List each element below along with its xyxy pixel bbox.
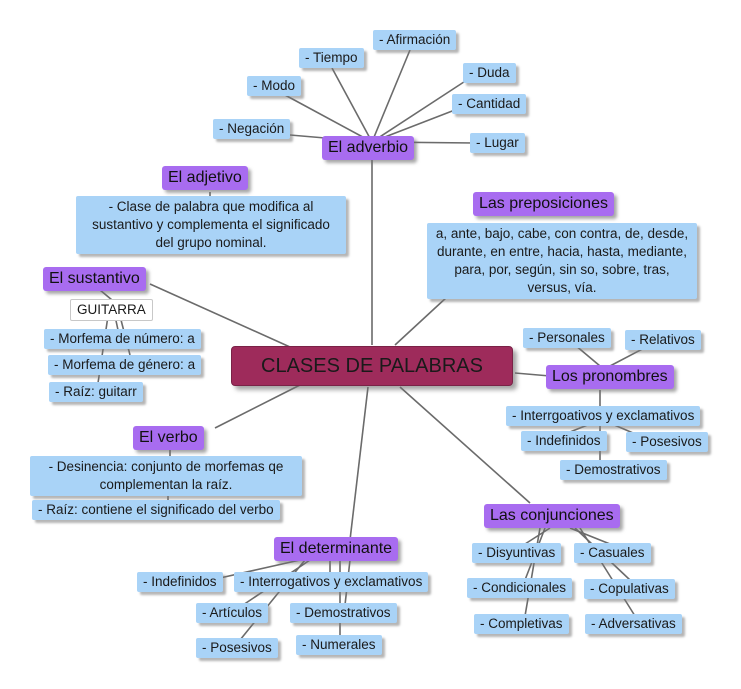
connector-center-verbo (214, 384, 301, 429)
topic-adjetivo-label: El adjetivo (168, 169, 242, 186)
leaf-label: - Clase de palabra que modifica al susta… (92, 199, 330, 250)
leaf-label: - Posesivos (202, 640, 272, 655)
conjunciones-copulativas[interactable]: - Copulativas (584, 579, 675, 599)
leaf-label: - Morfema de género: a (54, 357, 196, 372)
topic-pronombres-label: Los pronombres (552, 368, 668, 385)
leaf-label: - Desinencia: conjunto de morfemas qe co… (48, 459, 284, 492)
leaf-label: GUITARRA (77, 302, 146, 317)
sustantivo-morfema-genero[interactable]: - Morfema de género: a (48, 355, 202, 375)
leaf-label: - Interrogativos y exclamativos (240, 574, 423, 589)
leaf-label: - Casuales (580, 545, 645, 560)
connector-center-pronombres (514, 372, 551, 377)
adverbio-cantidad[interactable]: - Cantidad (452, 94, 527, 114)
leaf-label: - Relativos (631, 332, 695, 347)
leaf-label: - Artículos (202, 605, 263, 620)
leaf-label: - Posesivos (632, 434, 702, 449)
conjunciones-condicionales[interactable]: - Condicionales (467, 578, 573, 598)
adverbio-afirmacion[interactable]: - Afirmación (373, 30, 457, 50)
topic-sustantivo-label: El sustantivo (49, 270, 140, 287)
adverbio-tiempo[interactable]: - Tiempo (299, 48, 364, 68)
connector-center-sustantivo (149, 283, 291, 348)
leaf-label: - Cantidad (458, 96, 521, 111)
leaf-label: - Duda (469, 65, 510, 80)
conjunciones-completivas[interactable]: - Completivas (474, 614, 569, 634)
topic-pronombres[interactable]: Los pronombres (546, 365, 674, 389)
topic-verbo-label: El verbo (139, 429, 198, 446)
pronombres-posesivos[interactable]: - Posesivos (626, 432, 708, 452)
central-topic-label: CLASES DE PALABRAS (261, 355, 483, 377)
topic-adverbio[interactable]: El adverbio (322, 136, 415, 160)
topic-adjetivo[interactable]: El adjetivo (162, 166, 248, 190)
leaf-label: - Copulativas (590, 581, 669, 596)
sustantivo-morfema-numero[interactable]: - Morfema de número: a (44, 329, 201, 349)
pronombres-demostrativos[interactable]: - Demostrativos (560, 460, 667, 480)
leaf-label: - Morfema de número: a (50, 331, 195, 346)
pronombres-indefinidos[interactable]: - Indefinidos (521, 431, 607, 451)
sustantivo-example[interactable]: GUITARRA (70, 299, 153, 321)
topic-determinante-label: El determinante (280, 540, 393, 557)
adjetivo-definition[interactable]: - Clase de palabra que modifica al susta… (76, 196, 346, 254)
determinante-articulos[interactable]: - Artículos (196, 603, 269, 623)
determinante-indefinidos[interactable]: - Indefinidos (137, 572, 223, 592)
conjunciones-casuales[interactable]: - Casuales (574, 543, 651, 563)
verbo-raiz[interactable]: - Raíz: contiene el significado del verb… (32, 500, 280, 520)
central-topic[interactable]: CLASES DE PALABRAS (231, 346, 513, 386)
leaf-label: - Personales (529, 330, 605, 345)
conjunciones-disyuntivas[interactable]: - Disyuntivas (472, 543, 562, 563)
adverbio-duda[interactable]: - Duda (463, 63, 516, 83)
leaf-label: - Demostrativos (296, 605, 391, 620)
sustantivo-raiz[interactable]: - Raíz: guitarr (49, 382, 143, 402)
leaf-label: - Indefinidos (527, 433, 601, 448)
topic-adverbio-label: El adverbio (328, 139, 409, 156)
topic-conjunciones-label: Las conjunciones (490, 507, 614, 524)
preposiciones-list[interactable]: a, ante, bajo, cabe, con contra, de, des… (427, 223, 697, 299)
leaf-label: - Tiempo (305, 50, 358, 65)
leaf-label: - Adversativas (591, 616, 676, 631)
topic-preposiciones[interactable]: Las preposiciones (473, 192, 614, 216)
pronombres-relativos[interactable]: - Relativos (625, 330, 701, 350)
pronombres-interrogativos[interactable]: - Interrgoativos y exclamativos (506, 406, 701, 426)
leaf-label: a, ante, bajo, cabe, con contra, de, des… (435, 226, 689, 295)
leaf-label: - Disyuntivas (478, 545, 556, 560)
determinante-demostrativos[interactable]: - Demostrativos (290, 603, 397, 623)
leaf-label: - Condicionales (473, 580, 567, 595)
leaf-label: - Interrgoativos y exclamativos (512, 408, 695, 423)
topic-sustantivo[interactable]: El sustantivo (43, 267, 146, 291)
topic-verbo[interactable]: El verbo (133, 426, 204, 450)
topic-preposiciones-label: Las preposiciones (479, 195, 608, 212)
topic-determinante[interactable]: El determinante (274, 537, 399, 561)
topic-conjunciones[interactable]: Las conjunciones (484, 504, 620, 528)
leaf-label: - Modo (253, 78, 296, 93)
pronombres-personales[interactable]: - Personales (523, 328, 611, 348)
determinante-numerales[interactable]: - Numerales (296, 635, 382, 655)
leaf-label: - Lugar (476, 135, 519, 150)
determinante-posesivos[interactable]: - Posesivos (196, 638, 278, 658)
adverbio-modo[interactable]: - Modo (247, 76, 302, 96)
leaf-label: - Negación (219, 121, 285, 136)
determinante-interrogativos[interactable]: - Interrogativos y exclamativos (234, 572, 429, 592)
connector-center-determinante (349, 386, 369, 541)
leaf-label: - Numerales (302, 637, 376, 652)
verbo-desinencia[interactable]: - Desinencia: conjunto de morfemas qe co… (30, 456, 302, 496)
conjunciones-adversativas[interactable]: - Adversativas (585, 614, 682, 634)
leaf-label: - Raíz: guitarr (55, 384, 137, 399)
leaf-label: - Completivas (480, 616, 563, 631)
leaf-label: - Raíz: contiene el significado del verb… (38, 502, 274, 517)
leaf-label: - Demostrativos (566, 462, 661, 477)
leaf-label: - Afirmación (379, 32, 451, 47)
connector-center-conjunciones (399, 386, 531, 504)
leaf-label: - Indefinidos (143, 574, 217, 589)
adverbio-lugar[interactable]: - Lugar (470, 133, 525, 153)
adverbio-negacion[interactable]: - Negación (213, 119, 291, 139)
